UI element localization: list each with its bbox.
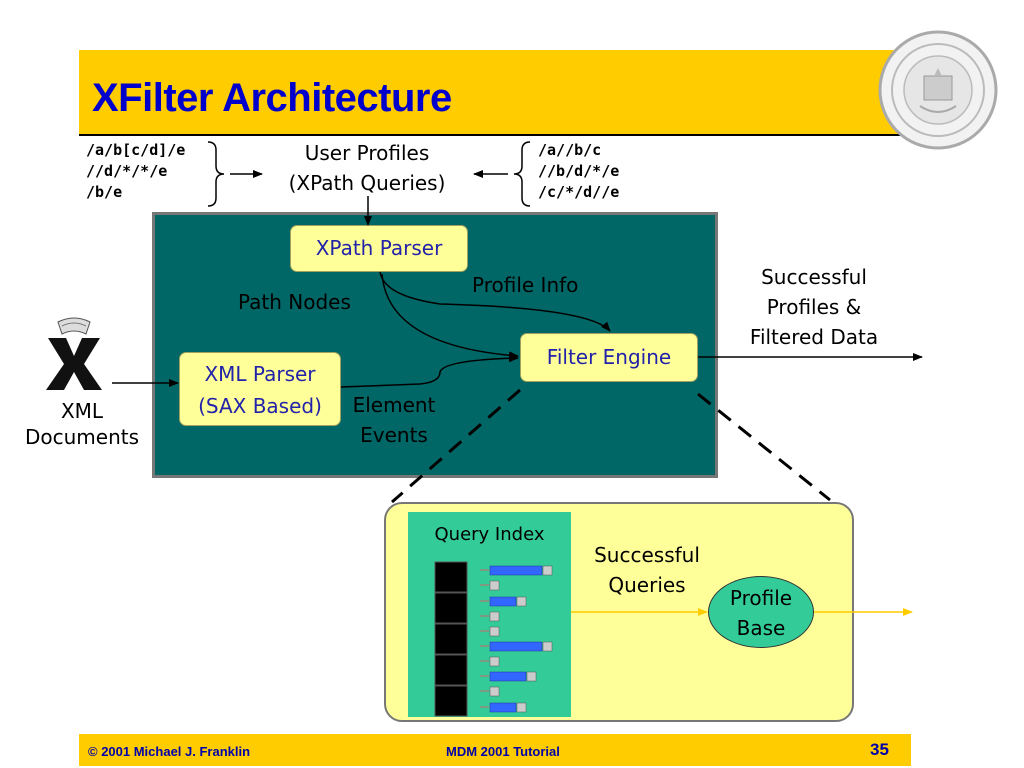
query-item: /c/*/d//e [538,183,620,201]
profile-base-line: Base [736,616,786,640]
element-events-line: Events [360,423,428,447]
filter-engine-box: Filter Engine [520,333,698,382]
left-brace [207,141,225,207]
right-query-list: /a//b/c //b/d/*/e /c/*/d//e [538,140,619,203]
successful-profiles-label: Successful Profiles & Filtered Data [726,262,902,352]
successful-queries-line: Successful [594,543,700,567]
xml-parser-box: XML Parser (SAX Based) [179,352,341,426]
query-item: /a//b/c [538,141,602,159]
xml-parser-line: (SAX Based) [198,394,322,418]
query-item: /a/b[c/d]/e [86,141,186,159]
query-item: //b/d/*/e [538,162,620,180]
path-nodes-label: Path Nodes [238,290,351,314]
element-events-label: Element Events [344,390,444,450]
profile-base-ellipse: Profile Base [708,576,814,648]
xml-documents-line: XML [60,399,104,423]
xml-documents-label: XML Documents [20,398,144,450]
xml-documents-line: Documents [24,425,140,449]
successful-profiles-line: Filtered Data [749,325,879,349]
footer-band [79,734,911,766]
xml-x-logo-icon [46,317,102,390]
user-profiles-line: (XPath Queries) [288,171,446,195]
footer-copyright: © 2001 Michael J. Franklin [88,744,251,759]
successful-profiles-line: Successful [761,265,867,289]
slide-title: XFilter Architecture [92,76,452,120]
footer-tutorial: MDM 2001 Tutorial [446,744,560,759]
left-query-list: /a/b[c/d]/e //d/*/*/e /b/e [86,140,185,203]
user-profiles-label: User Profiles (XPath Queries) [262,138,472,198]
page-number: 35 [870,740,889,759]
query-index-title: Query Index [434,524,545,545]
successful-queries-line: Queries [608,573,686,597]
profile-base-line: Profile [729,586,793,610]
title-band [79,50,911,134]
right-brace [513,141,531,207]
university-seal-icon [878,30,998,150]
element-events-line: Element [352,393,436,417]
xpath-parser-box: XPath Parser [290,225,468,272]
profile-info-label: Profile Info [472,273,579,297]
xml-parser-line: XML Parser [204,362,316,386]
title-divider [79,134,911,136]
query-item: //d/*/*/e [86,162,168,180]
user-profiles-line: User Profiles [304,141,430,165]
successful-queries-label: Successful Queries [582,540,712,600]
query-item: /b/e [86,183,123,201]
successful-profiles-line: Profiles & [766,295,862,319]
